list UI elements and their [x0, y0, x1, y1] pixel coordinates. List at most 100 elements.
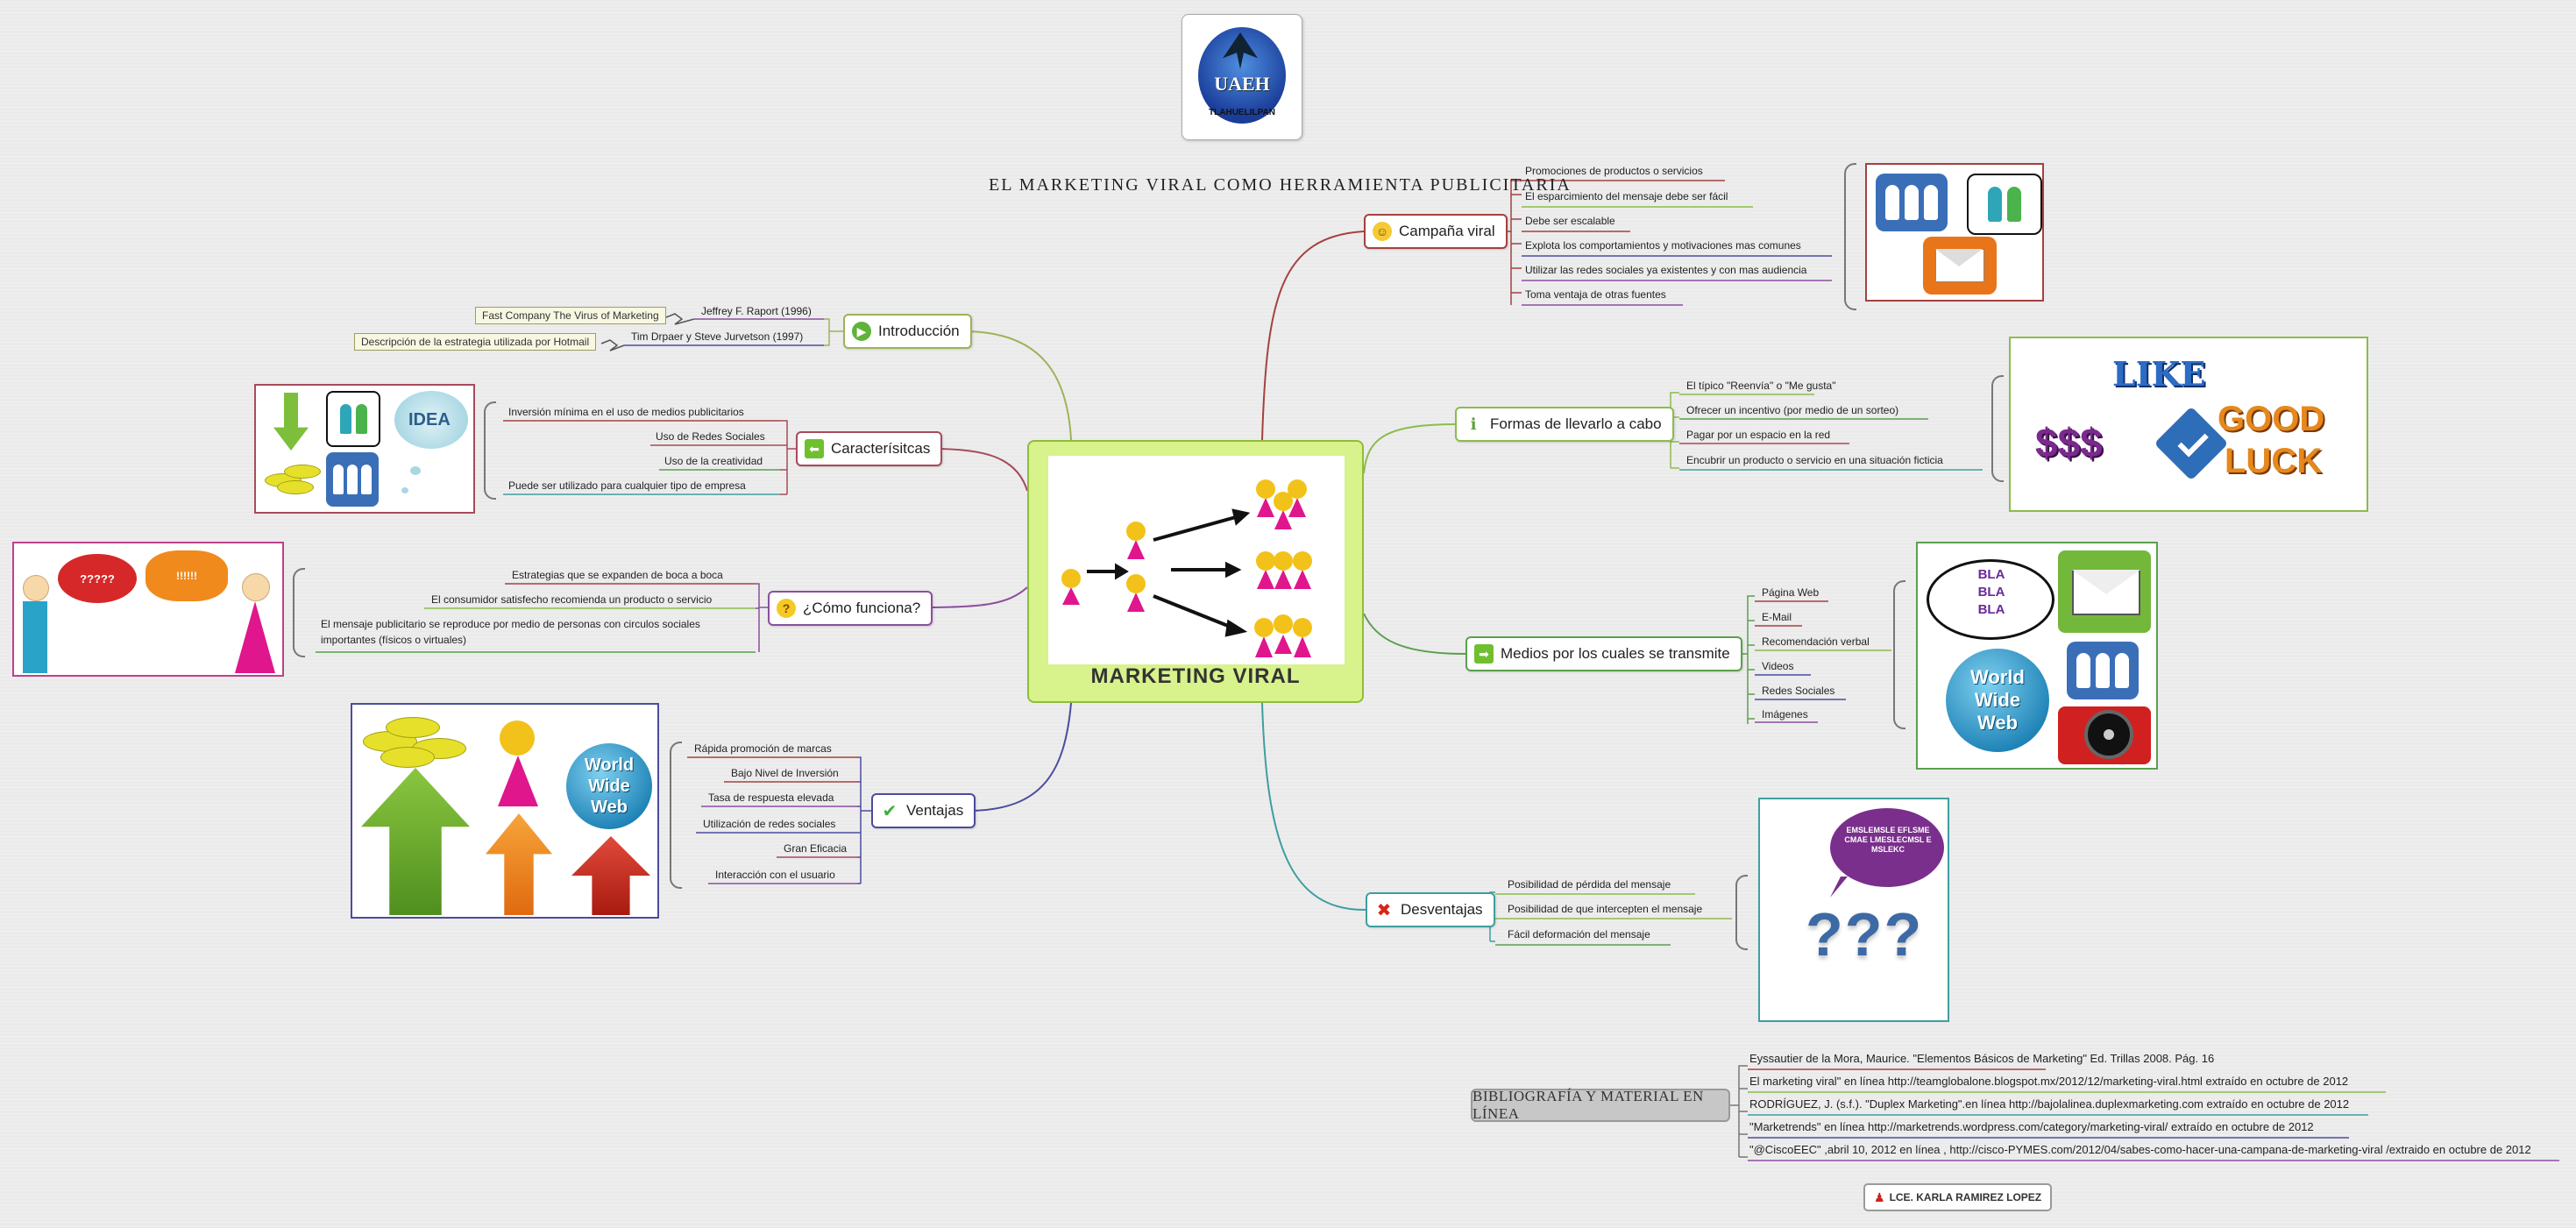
brace: [1735, 875, 1748, 950]
www-text: World Wide Web: [1970, 666, 2025, 734]
social-group-icon: [326, 452, 379, 507]
cross-icon: ✖: [1374, 900, 1394, 920]
desventajas-image: EMSLEMSLE EFLSMECMAE LMESLECMSL EMSLEKC …: [1758, 798, 1949, 1022]
leaf-ventajas-5[interactable]: Gran Eficacia: [784, 842, 848, 855]
leaf-medios-2[interactable]: E-Mail: [1762, 611, 1792, 623]
bibliography-item[interactable]: "Marketrends" en línea http://marketrend…: [1749, 1120, 2314, 1133]
leaf-como-3[interactable]: El mensaje publicitario se reproduce por…: [321, 618, 700, 630]
person-right-head: [242, 573, 270, 601]
green-up-arrow: [361, 768, 470, 915]
leaf-desventajas-3[interactable]: Fácil deformación del mensaje: [1508, 928, 1650, 941]
connector-campana: [1261, 231, 1365, 441]
luck-text: LUCK: [2225, 442, 2323, 480]
idea-text: IDEA: [408, 410, 451, 429]
bubble-text: EMSLEMSLE EFLSMECMAE LMESLECMSL EMSLEKC: [1844, 826, 1932, 854]
leaf-medios-6[interactable]: Imágenes: [1762, 708, 1808, 720]
person-right-body: [235, 601, 275, 673]
connector-medios: [1363, 613, 1466, 655]
down-arrow-icon: [273, 393, 309, 451]
leaf-campana-5[interactable]: Utilizar las redes sociales ya existente…: [1525, 264, 1807, 276]
central-label: MARKETING VIRAL: [1090, 664, 1301, 688]
como-funciona-image: ????? !!!!!!: [12, 542, 284, 677]
topic-label: Formas de llevarlo a cabo: [1490, 415, 1662, 432]
play-icon: ▶: [852, 322, 871, 341]
leaf-campana-1[interactable]: Promociones de productos o servicios: [1525, 165, 1703, 177]
users-icon: [326, 391, 380, 447]
leaf-caracteristicas-1[interactable]: Inversión mínima en el uso de medios pub…: [508, 406, 744, 418]
leaf-medios-1[interactable]: Página Web: [1762, 586, 1820, 599]
topic-label: Campaña viral: [1399, 223, 1495, 239]
info-icon: ℹ: [1464, 415, 1483, 434]
orange-bubble-text: !!!!!!: [176, 570, 197, 582]
leaf-ventajas-1[interactable]: Rápida promoción de marcas: [694, 742, 832, 755]
bibliography-item[interactable]: Eyssautier de la Mora, Maurice. "Element…: [1749, 1052, 2215, 1065]
film-reel-icon: [2058, 706, 2151, 764]
leaf-ventajas-6[interactable]: Interacción con el usuario: [715, 869, 835, 881]
topic-bibliografia[interactable]: BIBLIOGRAFÍA Y MATERIAL EN LÍNEA: [1471, 1088, 1730, 1122]
source-hotmail[interactable]: Descripción de la estrategia utilizada p…: [354, 333, 597, 351]
good-text: GOOD: [2218, 400, 2325, 438]
central-image: [1048, 456, 1345, 664]
leaf-formas-3[interactable]: Pagar por un espacio en la red: [1686, 429, 1831, 441]
leaf-desventajas-1[interactable]: Posibilidad de pérdida del mensaje: [1508, 878, 1671, 891]
brace: [1991, 375, 2004, 482]
leaf-como-2[interactable]: El consumidor satisfecho recomienda un p…: [431, 593, 713, 606]
topic-campana-viral[interactable]: ☺ Campaña viral: [1364, 214, 1508, 249]
leaf-ventajas-4[interactable]: Utilización de redes sociales: [703, 818, 836, 830]
caracteristicas-image: IDEA: [254, 384, 475, 514]
leaf-campana-6[interactable]: Toma ventaja de otras fuentes: [1525, 288, 1666, 301]
topic-ventajas[interactable]: ✔ Ventajas: [871, 793, 976, 828]
brace: [670, 742, 682, 889]
bibliography-item[interactable]: El marketing viral" en línea http://team…: [1749, 1075, 2349, 1088]
leaf-formas-4[interactable]: Encubrir un producto o servicio en una s…: [1686, 454, 1943, 466]
arrow-right-icon: ➡: [1474, 644, 1494, 664]
person-left-head: [23, 575, 49, 601]
author-name: LCE. KARLA RAMIREZ LOPEZ: [1889, 1191, 2042, 1203]
smiley-icon: ☺: [1373, 222, 1392, 241]
brace: [484, 401, 496, 500]
leaf-como-1[interactable]: Estrategias que se expanden de boca a bo…: [512, 569, 723, 581]
leaf-caracteristicas-3[interactable]: Uso de la creatividad: [664, 455, 763, 467]
leaf-formas-2[interactable]: Ofrecer un incentivo (por medio de un so…: [1686, 404, 1899, 416]
topic-caracteristicas[interactable]: ⬅ Caracterísitcas: [796, 431, 943, 466]
person-head: [500, 720, 535, 756]
connector-desventajas: [1261, 702, 1368, 912]
leaf-medios-3[interactable]: Recomendación verbal: [1762, 635, 1870, 648]
topic-introduccion[interactable]: ▶ Introducción: [843, 314, 972, 349]
topic-label: Introducción: [878, 323, 960, 339]
leaf-como-4[interactable]: importantes (físicos o virtuales): [321, 634, 467, 646]
leaf-medios-4[interactable]: Videos: [1762, 660, 1794, 672]
central-topic[interactable]: MARKETING VIRAL: [1027, 440, 1364, 703]
topic-como-funciona[interactable]: ? ¿Cómo funciona?: [768, 591, 933, 626]
leaf-caracteristicas-4[interactable]: Puede ser utilizado para cualquier tipo …: [508, 479, 746, 492]
campana-image: [1865, 163, 2044, 302]
bibliography-item[interactable]: RODRÍGUEZ, J. (s.f.). "Duplex Marketing"…: [1749, 1097, 2350, 1111]
www-globe: World Wide Web: [566, 743, 652, 829]
coins-icon: [359, 712, 473, 773]
leaf-ventajas-3[interactable]: Tasa de respuesta elevada: [708, 791, 834, 804]
leaf-formas-1[interactable]: El típico "Reenvía" o "Me gusta": [1686, 380, 1836, 392]
brace: [1893, 580, 1905, 729]
leaf-medios-5[interactable]: Redes Sociales: [1762, 685, 1835, 697]
connector-caracteristicas: [932, 448, 1028, 492]
topic-desventajas[interactable]: ✖ Desventajas: [1366, 892, 1495, 927]
person-left-body: [23, 601, 47, 673]
arrow-left-icon: ⬅: [805, 439, 824, 458]
leaf-caracteristicas-2[interactable]: Uso de Redes Sociales: [656, 430, 765, 443]
red-up-arrow: [571, 836, 650, 915]
mail-icon: [2058, 550, 2151, 633]
leaf-introduccion-2[interactable]: Tim Drpaer y Steve Jurvetson (1997): [631, 330, 804, 343]
topic-medios[interactable]: ➡ Medios por los cuales se transmite: [1465, 636, 1742, 671]
bibliography-item[interactable]: "@CiscoEEC" ,abril 10, 2012 en línea , h…: [1749, 1143, 2531, 1156]
topic-label: Ventajas: [906, 802, 964, 819]
topic-formas[interactable]: ℹ Formas de llevarlo a cabo: [1455, 407, 1674, 442]
leaf-campana-2[interactable]: El esparcimiento del mensaje debe ser fá…: [1525, 190, 1728, 202]
leaf-ventajas-2[interactable]: Bajo Nivel de Inversión: [731, 767, 839, 779]
leaf-campana-4[interactable]: Explota los comportamientos y motivacion…: [1525, 239, 1801, 252]
source-fast-company[interactable]: Fast Company The Virus of Marketing: [475, 307, 666, 324]
question-marks: ???: [1806, 900, 1924, 969]
leaf-campana-3[interactable]: Debe ser escalable: [1525, 215, 1615, 227]
author-badge[interactable]: ♟ LCE. KARLA RAMIREZ LOPEZ: [1863, 1183, 2053, 1211]
leaf-desventajas-2[interactable]: Posibilidad de que intercepten el mensaj…: [1508, 903, 1703, 915]
leaf-introduccion-1[interactable]: Jeffrey F. Raport (1996): [701, 305, 812, 317]
